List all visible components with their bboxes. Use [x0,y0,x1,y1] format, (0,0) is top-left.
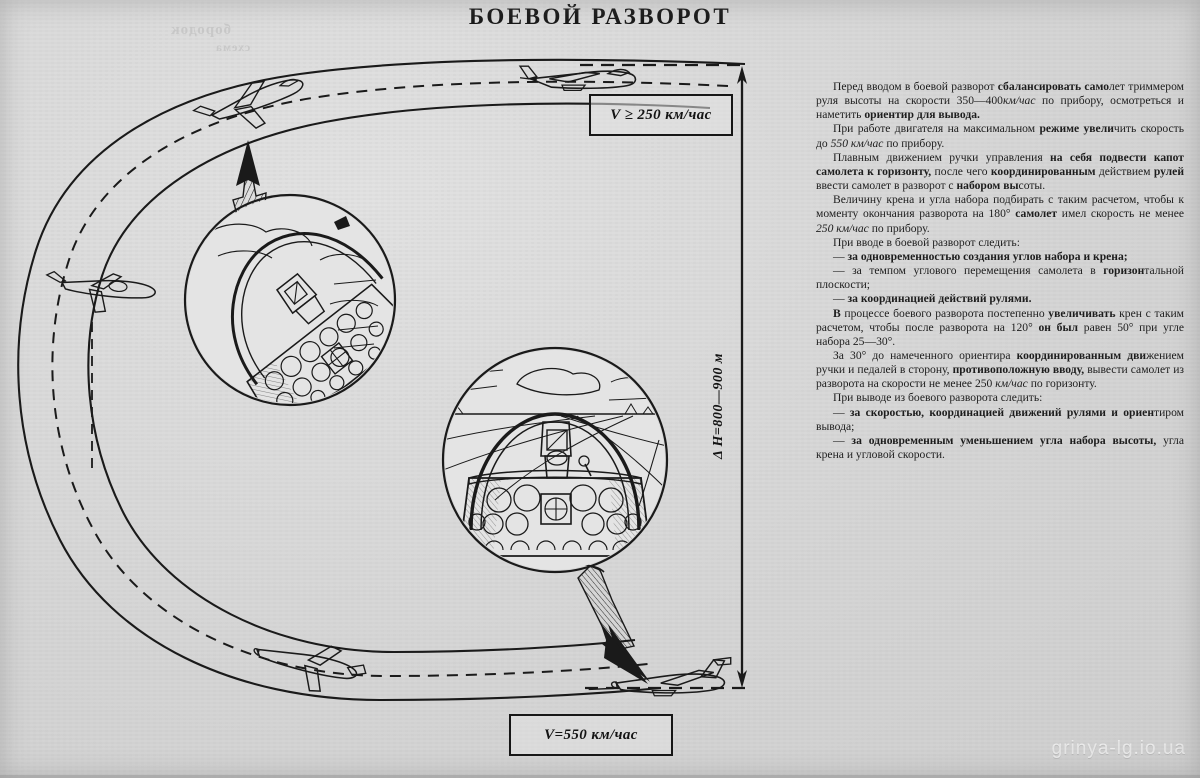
instruction-paragraph: При выводе из боевого разворота следить: [833,391,1043,405]
instruction-paragraph: — за координацией действий рулями. [833,292,1032,306]
instruction-paragraph: Плавным движением ручки управления на се… [816,150,1185,193]
exit-speed-callout: V ≥ 250 км/час [589,94,733,136]
trajectory-ribbon [17,58,746,702]
cockpit-view-level [441,346,669,574]
entry-speed-callout: V=550 км/час [509,714,673,756]
descent-arrow-down [577,565,650,684]
instruction-paragraph: Перед вводом в боевой разворот сбалансир… [816,80,1185,122]
instruction-paragraph: — за одновременным уменьшением угла набо… [816,433,1184,462]
instruction-paragraph: При вводе в боевой разворот следить: [833,235,1020,249]
bleed-through-text-2: схема [215,40,251,54]
instruction-paragraph: В процессе боевого разворота постепенно … [816,306,1185,348]
instruction-paragraph: Величину крена и угла набора подбирать с… [816,193,1185,235]
cockpit-view-banked [183,193,397,407]
instruction-paragraph: При работе двигателя на максимальном реж… [816,122,1184,150]
aircraft-lower-bank [253,645,367,692]
instruction-paragraph: За 30° до намеченного ориентира координи… [816,348,1184,391]
aircraft-exit-level [518,65,637,91]
instruction-paragraph: — за скоростью, координацией движений ру… [816,405,1184,433]
aircraft-entry-level [588,656,732,697]
instruction-paragraph: — за темпом углового перемещения самолет… [816,264,1184,292]
bleed-through-text-1: бородок [170,22,231,38]
aircraft-climbing-inverted-bank [192,78,304,130]
instructions-text-column: Перед вводом в боевой разворот сбалансир… [816,80,1184,462]
altitude-gain-label: Δ H=800—900 м [711,353,726,459]
instruction-paragraph: — за одновременностью создания углов наб… [833,249,1128,263]
page-title: БОЕВОЙ РАЗВОРОТ [468,4,732,29]
aircraft-mid-turn-left [45,270,156,313]
